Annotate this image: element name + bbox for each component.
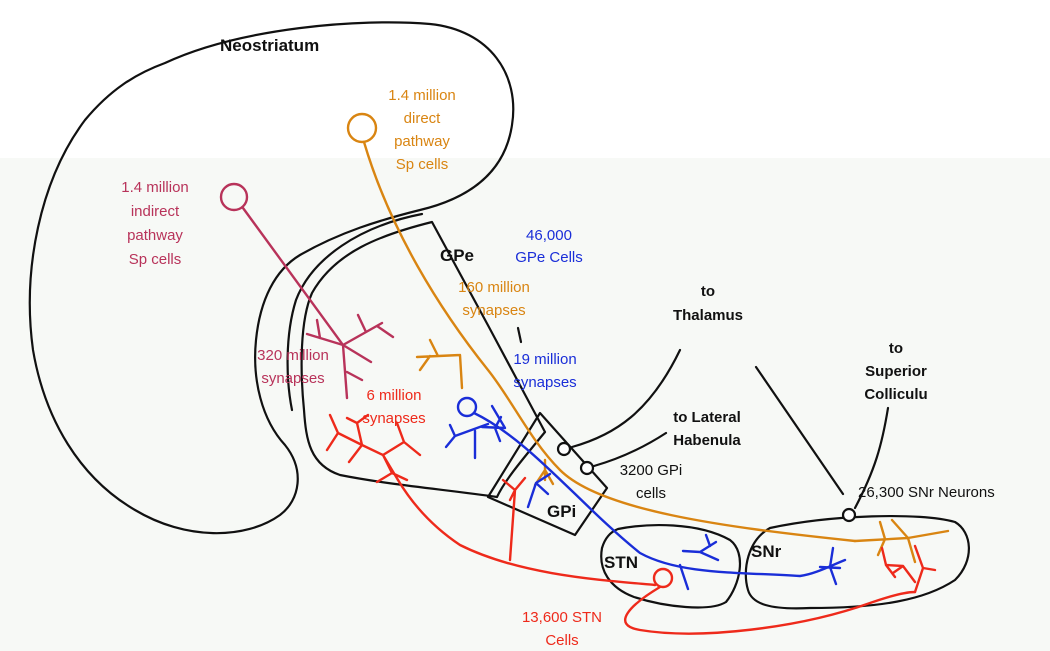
thalamus-line-1: to (701, 283, 715, 300)
gpe-stn-terminals (678, 533, 720, 591)
habenula-line-1: to Lateral (673, 409, 741, 426)
direct-label-line-2: direct (404, 110, 442, 127)
gpi-cells-line-2: cells (636, 485, 666, 502)
gpi-cells-label: 3200 GPi cells (620, 462, 683, 502)
gpe-label: GPe (440, 246, 474, 265)
colliculus-line-2: Superior (865, 363, 927, 380)
direct-label-line-1: 1.4 million (388, 87, 456, 104)
thalamus-terminal (556, 441, 572, 457)
gpe-outer-boundary (286, 212, 424, 412)
habenula-terminal (579, 460, 595, 476)
synapses-160-line-1: 160 million (458, 279, 530, 296)
stn-cells-label: 13,600 STN Cells (522, 609, 602, 649)
synapses-19-label: 19 million synapses (513, 351, 576, 391)
stn-cells-line-2: Cells (545, 632, 578, 649)
snr-neurons-label: 26,300 SNr Neurons (858, 484, 995, 501)
gpe-local-terminals (444, 404, 507, 460)
snr-to-thalamus-line (754, 365, 845, 496)
synapses-160-label: 160 million synapses (458, 279, 530, 319)
gpe-axon (472, 411, 847, 578)
gpi-cells-line-1: 3200 GPi (620, 462, 683, 479)
indirect-label-line-3: pathway (127, 227, 183, 244)
gpe-cells-label: 46,000 GPe Cells (515, 227, 583, 266)
synapses-6-line-2: synapses (362, 410, 425, 427)
indirect-terminals (305, 313, 395, 382)
indirect-sp-cell-body (219, 182, 249, 212)
colliculus-line-1: to (889, 340, 903, 357)
synapses-19-line-1: 19 million (513, 351, 576, 368)
direct-label-line-3: pathway (394, 133, 450, 150)
lateral-habenula-label: to Lateral Habenula (673, 409, 741, 449)
synapses-160-line-2: synapses (462, 302, 525, 319)
colliculus-line-3: Colliculu (864, 386, 927, 403)
stn-outline (600, 524, 742, 609)
stn-snr-terminals (880, 544, 937, 594)
snr-label: SNr (751, 542, 782, 561)
snr-terminal (841, 507, 857, 523)
synapses-320-line-2: synapses (261, 370, 324, 387)
stn-label: STN (604, 553, 638, 572)
snr-outline (744, 514, 970, 610)
gpe-cell-body (456, 396, 478, 418)
synapses-6-label: 6 million synapses (362, 387, 425, 427)
gpe-cells-line-1: 46,000 (526, 227, 572, 244)
synapses-320-label: 320 million synapses (257, 347, 329, 387)
direct-axon (362, 140, 857, 543)
neostriatum-label: Neostriatum (220, 36, 319, 55)
stn-to-gpe-axon (396, 478, 657, 587)
synapses-320-line-1: 320 million (257, 347, 329, 364)
stn-to-snr-axon (624, 585, 917, 635)
neostriatum-outline (28, 21, 515, 535)
indirect-pathway-label: 1.4 million indirect pathway Sp cells (121, 179, 189, 268)
direct-pathway-label: 1.4 million direct pathway Sp cells (388, 87, 456, 173)
stn-gpe-terminals (325, 413, 422, 484)
direct-gpe-terminals (415, 338, 464, 390)
indirect-label-line-2: indirect (131, 203, 180, 220)
thalamus-label: to Thalamus (673, 283, 743, 324)
gpe-cells-line-2: GPe Cells (515, 249, 583, 266)
indirect-label-line-4: Sp cells (129, 251, 182, 268)
stn-cells-line-1: 13,600 STN (522, 609, 602, 626)
thalamus-line-2: Thalamus (673, 307, 743, 324)
indirect-label-line-1: 1.4 million (121, 179, 189, 196)
direct-label-line-4: Sp cells (396, 156, 449, 173)
stn-cell-body (652, 567, 674, 589)
habenula-pathway (592, 431, 668, 468)
gpi-label: GPi (547, 502, 576, 521)
habenula-line-2: Habenula (673, 432, 741, 449)
gpe-inner-outline (300, 220, 547, 499)
superior-colliculus-label: to Superior Colliculu (864, 340, 927, 403)
superior-colliculus-pathway (853, 406, 890, 510)
thalamus-pathway (570, 348, 682, 449)
stn-gpi-terminals (501, 476, 527, 562)
synapses-6-line-1: 6 million (366, 387, 421, 404)
background-panel (0, 158, 1050, 651)
gpe-gpi-terminals (526, 472, 552, 509)
direct-sp-cell-body (346, 112, 378, 144)
gpe-snr-terminals (818, 546, 842, 586)
gpe-to-gpi-dash (516, 326, 523, 344)
synapses-19-line-2: synapses (513, 374, 576, 391)
